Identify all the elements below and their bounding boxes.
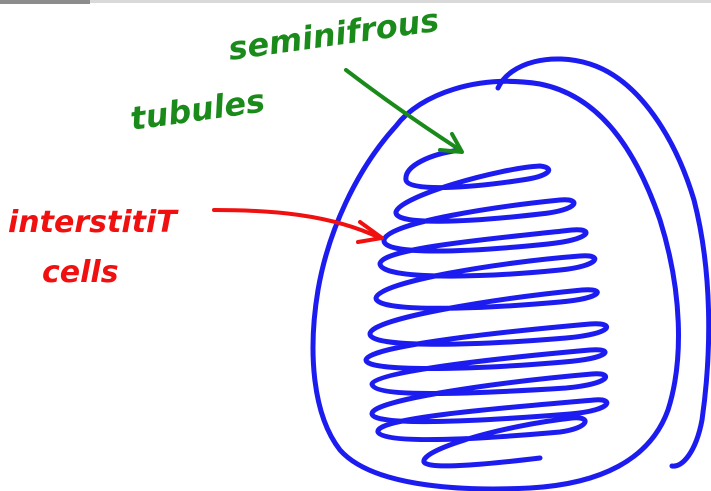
- tubule-pointer-arrow: [346, 70, 462, 152]
- label-tubules: tubules: [128, 81, 267, 137]
- top-bar: [0, 0, 711, 3]
- top-bar-dark-segment: [0, 0, 90, 4]
- testis-outline: [313, 81, 678, 489]
- label-interstitial: interstitiT: [8, 205, 179, 240]
- tubule-coil: [366, 150, 607, 466]
- interstitial-arrow-shaft: [214, 210, 380, 238]
- label-seminiferous: seminifrous: [226, 1, 442, 68]
- interstitial-pointer-arrow: [214, 210, 382, 242]
- tubule-arrow-shaft: [346, 70, 460, 150]
- label-cells: cells: [42, 255, 119, 290]
